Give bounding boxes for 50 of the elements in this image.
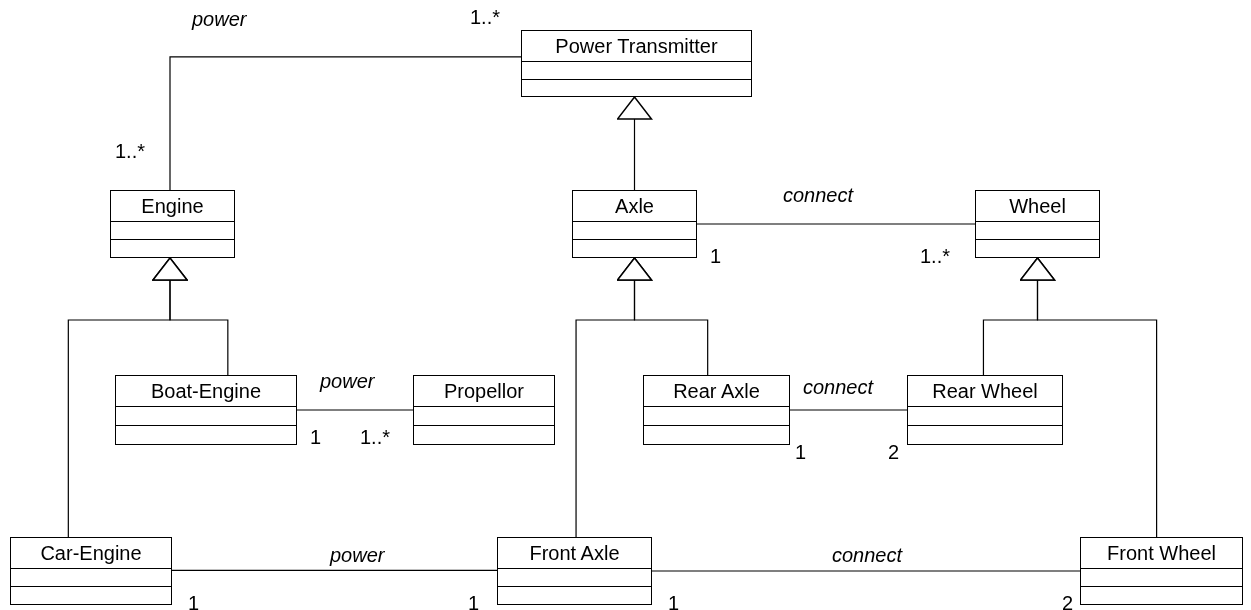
class-name: Engine: [140, 194, 205, 219]
multiplicity-label: 1..*: [115, 140, 146, 162]
multiplicity-label: 1..*: [470, 6, 501, 28]
class-name: Axle: [614, 194, 655, 219]
edge-label: connect: [832, 544, 903, 566]
edge-label: power: [192, 8, 247, 30]
generalization-arrow: [67, 257, 188, 538]
class-name: Boat-Engine: [149, 379, 263, 404]
class-name: Rear Axle: [672, 379, 761, 404]
generalization-arrow: [575, 257, 653, 538]
class-box: [1080, 537, 1243, 605]
class-box: [10, 537, 172, 605]
association-line: [169, 56, 522, 191]
edge-label: connect: [783, 184, 854, 206]
multiplicity-label: 2: [1062, 592, 1074, 610]
class-box: [572, 190, 697, 258]
generalization-arrow: [616, 96, 653, 191]
association-line: [696, 223, 976, 225]
multiplicity-label: 2: [888, 441, 900, 463]
multiplicity-label: 1: [310, 426, 322, 448]
association-line: [296, 409, 414, 411]
class-box: [413, 375, 555, 445]
association-line: [171, 569, 498, 571]
class-box: [115, 375, 297, 445]
class-box: [497, 537, 652, 605]
class-name: Wheel: [1008, 194, 1067, 219]
multiplicity-label: 1: [468, 592, 480, 610]
multiplicity-label: 1: [710, 245, 722, 267]
class-name: Front Axle: [528, 541, 621, 566]
class-name: Propellor: [442, 379, 525, 404]
class-name: Car-Engine: [39, 541, 143, 566]
class-name: Rear Wheel: [931, 379, 1039, 404]
multiplicity-label: 1: [668, 592, 680, 610]
multiplicity-label: 1: [188, 592, 200, 610]
class-box: [907, 375, 1063, 445]
class-box: [521, 30, 752, 97]
generalization-arrow: [1019, 257, 1158, 538]
class-box: [975, 190, 1100, 258]
multiplicity-label: 1..*: [920, 245, 951, 267]
multiplicity-label: 1..*: [360, 426, 391, 448]
class-box: [110, 190, 235, 258]
edge-label: power: [330, 544, 385, 566]
association-line: [651, 570, 1081, 572]
class-box: [643, 375, 790, 445]
association-line: [789, 409, 908, 411]
edge-label: power: [320, 370, 375, 392]
multiplicity-label: 1: [795, 441, 807, 463]
class-name: Front Wheel: [1106, 541, 1217, 566]
class-name: Power Transmitter: [554, 34, 719, 59]
edge-label: connect: [803, 376, 874, 398]
